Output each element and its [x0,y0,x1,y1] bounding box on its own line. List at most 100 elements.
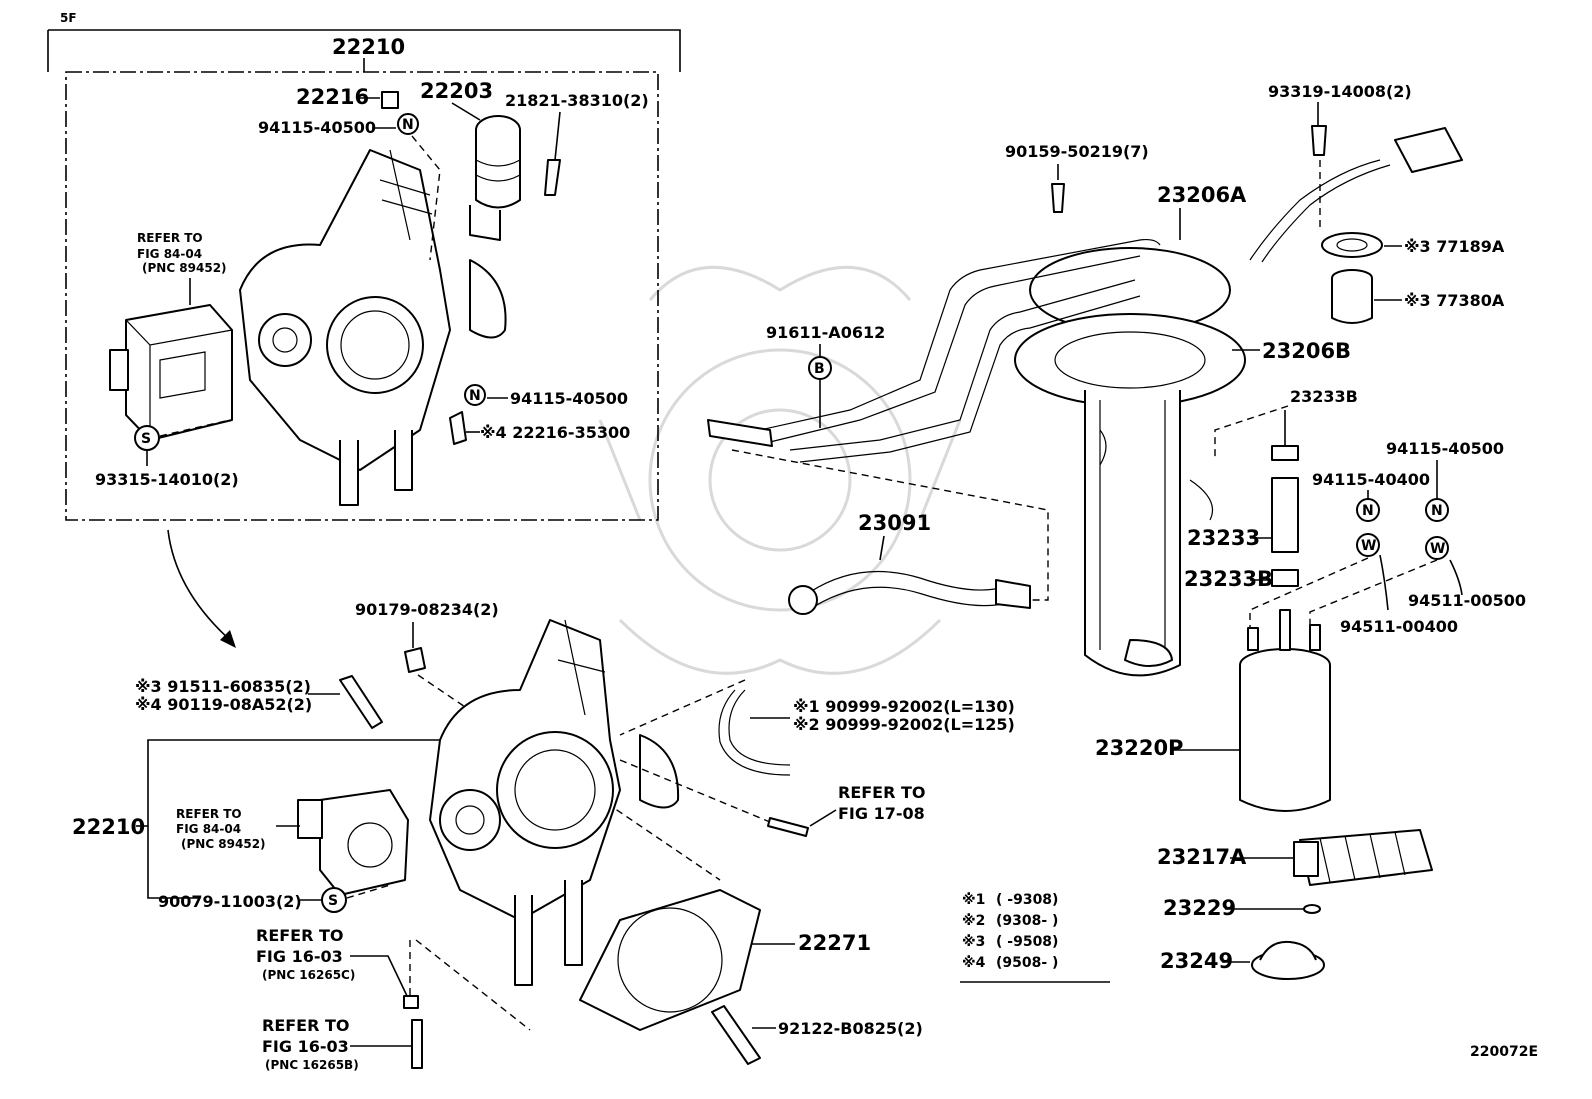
gasket-77189A [1321,232,1383,258]
screw-93319 [1311,125,1327,156]
label-94511-00400: 94511-00400 [1340,617,1458,636]
svg-text:W: W [1430,541,1445,557]
legend-range-4: (9508- ) [996,955,1058,971]
screw-symbol [321,887,347,913]
svg-text:N: N [469,388,481,404]
label-23220P: 23220P [1095,736,1183,760]
washer-symbol [1356,533,1380,557]
bolt-91511 [339,675,383,729]
svg-text:FIG 16-03: FIG 16-03 [262,1037,349,1056]
fuel-pump-23220P [1239,609,1331,812]
cushion-77380A [1331,269,1373,324]
legend-mark-4: ※4 [962,955,986,971]
svg-text:N: N [1362,503,1374,519]
label-23091: 23091 [858,511,931,535]
assembly-bracket [47,29,681,72]
legend-range-2: (9308- ) [996,913,1058,929]
cushion-23249 [1251,940,1325,980]
label-21821-38310: 21821-38310(2) [505,91,649,110]
gasket-22271 [579,889,761,1031]
nut-symbol [1425,498,1449,522]
label-94511-00500: 94511-00500 [1408,591,1526,610]
label-77380A: ※3 77380A [1404,291,1505,310]
assembly-bracket-bottom [147,739,440,899]
screw-90159 [1051,183,1065,213]
label-90159-50219: 90159-50219(7) [1005,142,1149,161]
refer-to-fig-84-04-top: REFER TO [137,231,203,245]
svg-text:(PNC 89452): (PNC 89452) [142,261,227,275]
label-94115-40500-mid: 94115-40500 [510,389,628,408]
fuel-hose-23091 [788,570,1031,615]
label-91611-A0612: 91611-A0612 [766,323,885,342]
label-22210-bottom: 22210 [72,815,145,839]
fuel-lines [707,238,1161,463]
nut-symbol [397,113,419,135]
clamp-16265C [403,995,419,1009]
drawing-number: 220072E [1470,1044,1538,1060]
label-23206B: 23206B [1262,339,1351,363]
label-23229: 23229 [1163,896,1236,920]
legend-range-1: ( -9308) [996,892,1058,908]
screw-22216-35300 [449,411,467,445]
fuel-hose-23233 [1271,477,1299,553]
section-label: 5F [60,11,77,25]
label-90179-08234: 90179-08234(2) [355,600,499,619]
legend-mark-2: ※2 [962,913,985,929]
label-90119-08A52: ※4 90119-08A52(2) [135,695,312,714]
label-93319-14008: 93319-14008(2) [1268,82,1412,101]
throttle-body-bottom [429,619,680,986]
label-90079-11003: 90079-11003(2) [158,892,302,911]
fuel-pump-bracket [1014,247,1246,677]
refer-to-fig-16-03-C: REFER TO [256,926,344,945]
legend-mark-1: ※1 [962,892,985,908]
label-23217A: 23217A [1157,845,1247,869]
hose-clamp-bottom [1271,569,1299,587]
svg-text:B: B [814,361,825,377]
hose-clamp-top [1271,445,1299,461]
throttle-body-top [239,149,507,506]
svg-text:N: N [1431,503,1443,519]
svg-text:FIG 16-03: FIG 16-03 [256,947,343,966]
label-94115-40400: 94115-40400 [1312,470,1430,489]
wiring-connector [1249,127,1463,263]
legend-range-3: ( -9508) [996,934,1058,950]
fuel-filter-23217A [1293,829,1433,886]
svg-text:FIG 84-04: FIG 84-04 [176,822,241,836]
label-23233: 23233 [1187,526,1260,550]
hose-16265B [411,1019,423,1069]
label-92122-B0825: 92122-B0825(2) [778,1019,923,1038]
svg-text:(PNC 16265B): (PNC 16265B) [265,1058,359,1072]
nut-symbol [464,384,486,406]
throttle-position-sensor-bottom [297,789,409,896]
stud-92122 [711,1005,761,1065]
idle-air-control-valve [469,115,521,241]
label-90999-92002-L130: ※1 90999-92002(L=130) [793,697,1015,716]
label-23233B-bottom: 23233B [1184,567,1273,591]
label-22203: 22203 [420,79,493,103]
nut-90179 [404,647,426,673]
label-94115-40500-top: 94115-40500 [258,118,376,137]
label-77189A: ※3 77189A [1404,237,1505,256]
svg-text:N: N [402,117,414,133]
refer-to-fig-17-08: REFER TO [838,783,926,802]
screw-21821 [544,159,561,196]
label-93315-14010: 93315-14010(2) [95,470,239,489]
clip-23229 [1303,904,1321,914]
svg-text:S: S [328,893,338,909]
assembly-number: 22210 [332,35,405,59]
svg-text:FIG 17-08: FIG 17-08 [838,804,925,823]
svg-text:W: W [1361,538,1376,554]
svg-text:S: S [141,431,151,447]
label-90999-92002-L125: ※2 90999-92002(L=125) [793,715,1015,734]
label-94115-40500-right: 94115-40500 [1386,439,1504,458]
vacuum-hose [728,689,791,766]
screw-22216 [381,91,399,109]
throttle-position-module-top [109,304,233,441]
watermark-emblem [598,265,962,675]
svg-text:(PNC 16265C): (PNC 16265C) [262,968,355,982]
svg-text:FIG 84-04: FIG 84-04 [137,247,202,261]
hose-refer-17-08 [767,817,809,837]
refer-to-fig-16-03-B: REFER TO [262,1016,350,1035]
label-22271: 22271 [798,931,871,955]
